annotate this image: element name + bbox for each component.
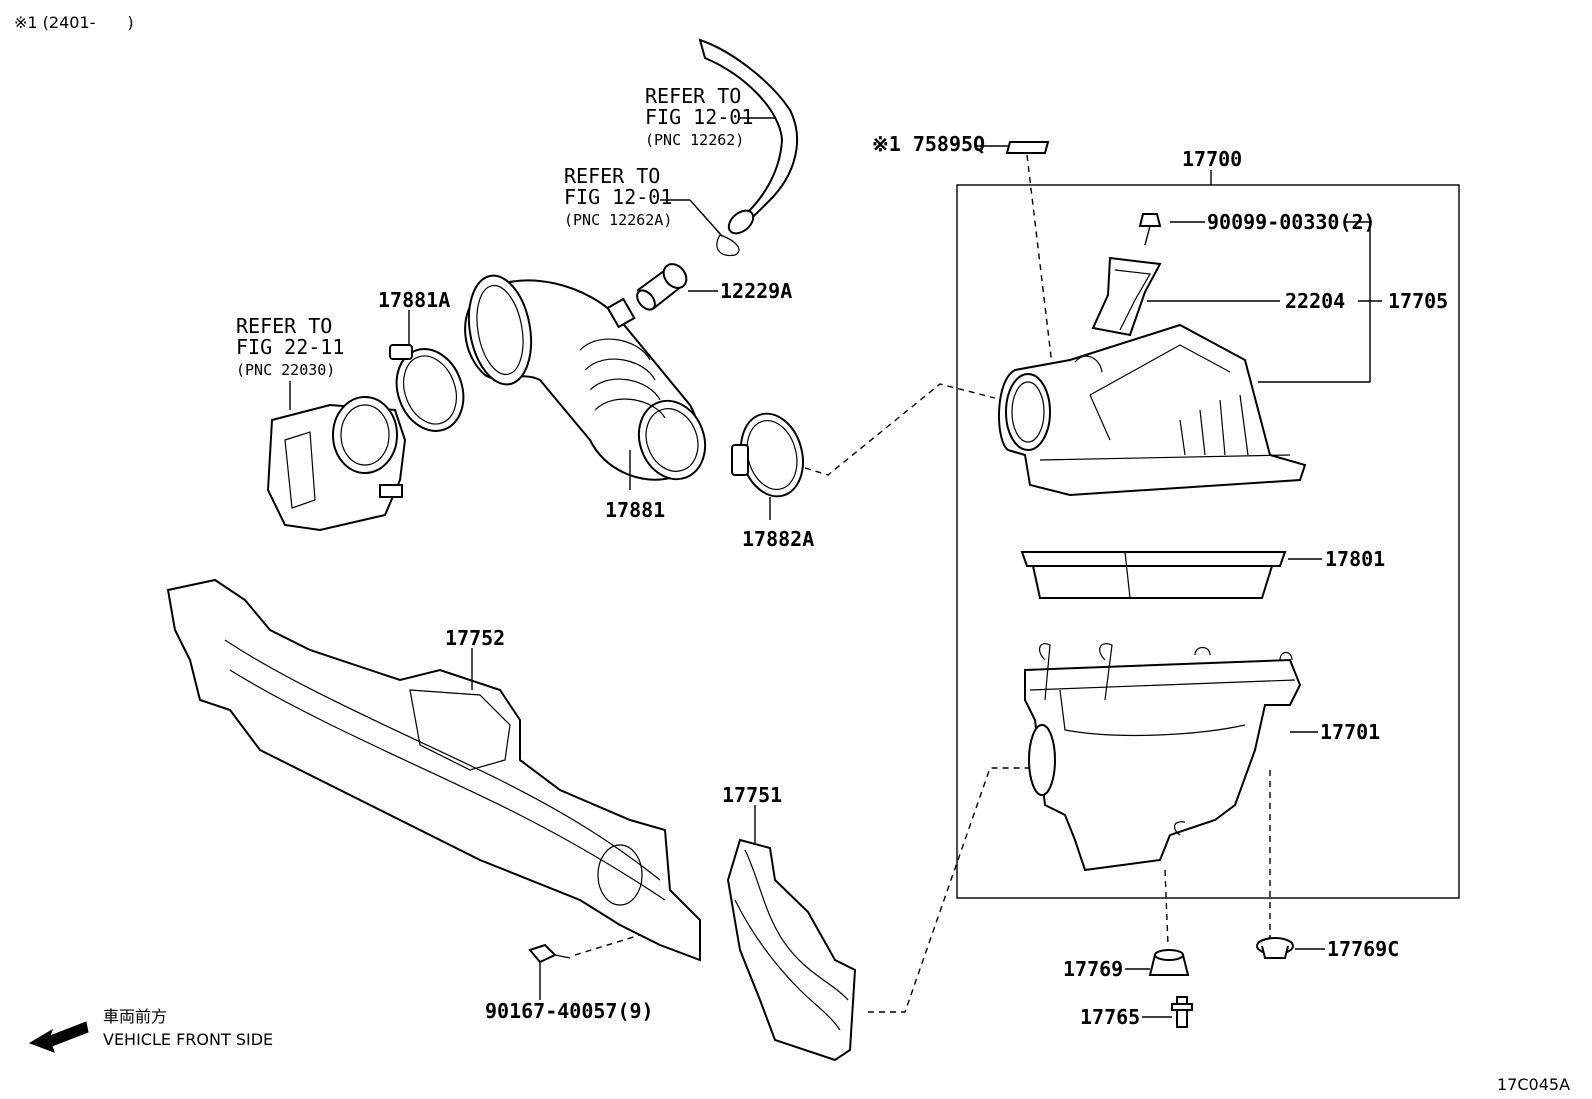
svg-text:17881: 17881 xyxy=(605,498,665,522)
svg-text:17700: 17700 xyxy=(1182,147,1242,171)
svg-text:VEHICLE FRONT SIDE: VEHICLE FRONT SIDE xyxy=(103,1030,273,1049)
svg-text:90167-40057(9): 90167-40057(9) xyxy=(485,999,654,1023)
svg-text:17701: 17701 xyxy=(1320,720,1380,744)
connector-12229a: 12229A xyxy=(636,263,792,311)
duct-17751: 17751 xyxy=(722,783,857,1062)
ref-note-2: REFER TO FIG 12-01 (PNC 12262A) xyxy=(564,164,723,237)
svg-text:12229A: 12229A xyxy=(720,279,792,303)
svg-text:17769: 17769 xyxy=(1063,957,1123,981)
svg-text:17765: 17765 xyxy=(1080,1005,1140,1029)
svg-text:FIG 12-01: FIG 12-01 xyxy=(564,185,672,209)
header-note: ※1 (2401- ) xyxy=(14,13,134,32)
bolt-90099: 90099-00330(2) 17705 xyxy=(1138,210,1448,383)
hose-part xyxy=(698,38,798,257)
vehicle-front-indicator: 車両前方 VEHICLE FRONT SIDE xyxy=(28,1007,273,1053)
case-17701: 17701 xyxy=(1024,643,1380,872)
clamp-17881a: 17881A xyxy=(378,288,465,432)
svg-text:REFER TO: REFER TO xyxy=(564,164,660,188)
svg-text:FIG 12-01: FIG 12-01 xyxy=(645,105,753,129)
ref-note-3: REFER TO FIG 22-11 (PNC 22030) xyxy=(236,314,344,410)
svg-text:(PNC 22030): (PNC 22030) xyxy=(236,361,335,379)
intake-hose-17881: 17881 xyxy=(464,274,707,522)
label-75895q: ※1 75895Q xyxy=(872,132,1056,391)
clamp-17882a: 17882A xyxy=(731,412,814,551)
svg-text:※1 75895Q: ※1 75895Q xyxy=(872,132,985,156)
svg-text:17752: 17752 xyxy=(445,626,505,650)
svg-text:(PNC 12262A): (PNC 12262A) xyxy=(564,211,672,229)
throttle-body-part xyxy=(266,396,407,532)
svg-text:車両前方: 車両前方 xyxy=(103,1007,167,1026)
ref-note-1: REFER TO FIG 12-01 (PNC 12262) xyxy=(645,84,776,149)
svg-text:22204: 22204 xyxy=(1285,289,1345,313)
grommet-17769c: 17769C xyxy=(1256,937,1399,961)
bolt-90167: 90167-40057(9) xyxy=(485,934,654,1023)
svg-text:17705: 17705 xyxy=(1388,289,1448,313)
assembly-box-17700 xyxy=(956,184,1460,899)
svg-text:17751: 17751 xyxy=(722,783,782,807)
svg-text:17769C: 17769C xyxy=(1327,937,1399,961)
svg-text:17882A: 17882A xyxy=(742,527,814,551)
svg-text:FIG 22-11: FIG 22-11 xyxy=(236,335,344,359)
svg-text:17881A: 17881A xyxy=(378,288,450,312)
grommet-17769: 17769 xyxy=(1063,949,1190,981)
front-arrow-icon xyxy=(28,1021,89,1053)
figure-code: 17C045A xyxy=(1497,1075,1570,1094)
svg-text:17801: 17801 xyxy=(1325,547,1385,571)
pin-17765: 17765 xyxy=(1080,996,1193,1029)
svg-text:REFER TO: REFER TO xyxy=(236,314,332,338)
air-cleaner-cap xyxy=(998,323,1307,497)
sensor-22204: 22204 xyxy=(1091,256,1345,337)
svg-text:(PNC 12262): (PNC 12262) xyxy=(645,131,744,149)
filter-17801: 17801 xyxy=(1020,547,1385,599)
svg-text:REFER TO: REFER TO xyxy=(645,84,741,108)
duct-17752: 17752 xyxy=(166,578,701,962)
